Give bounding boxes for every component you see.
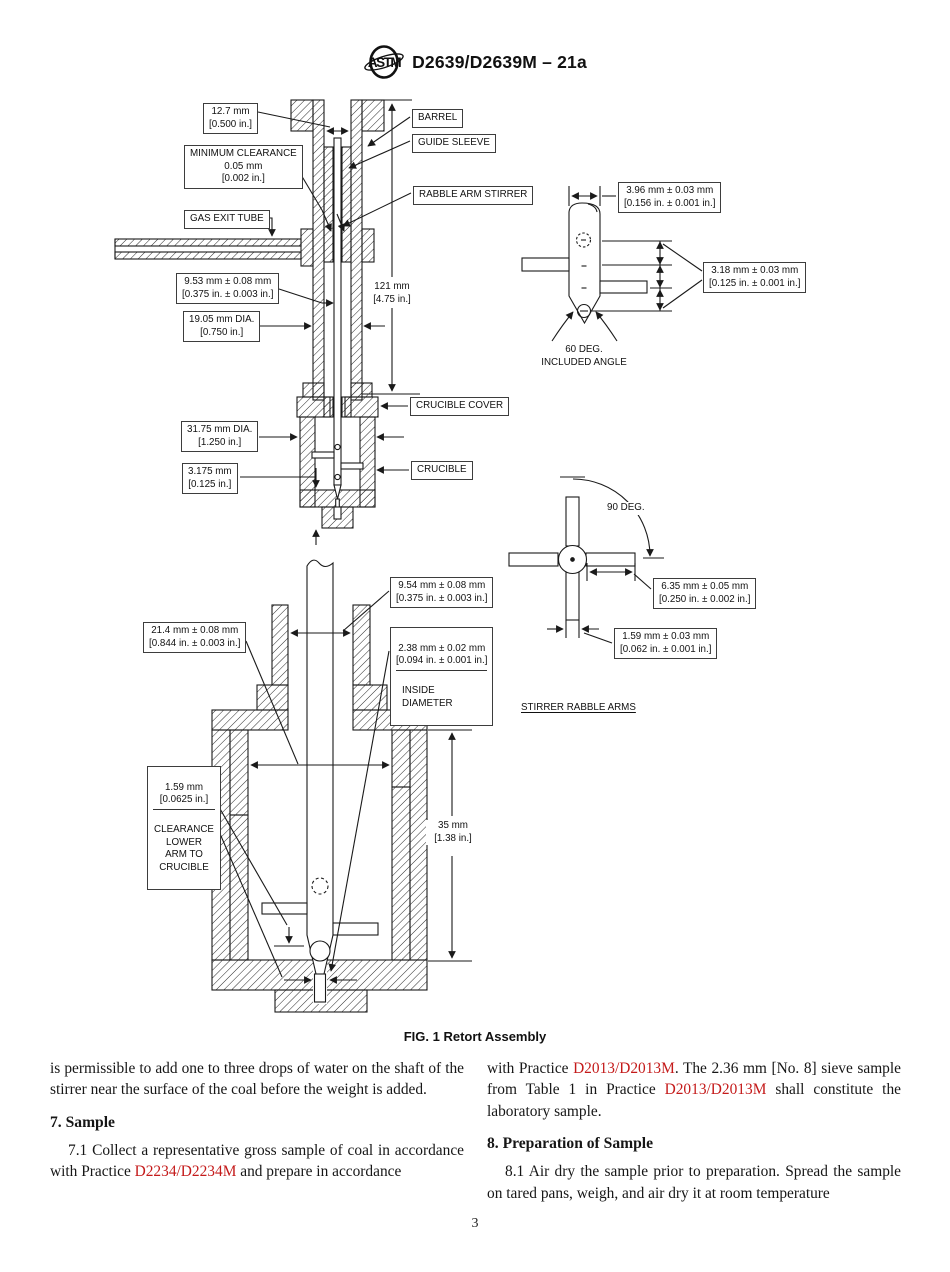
- min-clearance-label: MINIMUM CLEARANCE 0.05 mm [0.002 in.]: [184, 145, 303, 189]
- inside-diameter-note: INSIDE DIAMETER: [402, 685, 453, 709]
- document-code: D2639/D2639M – 21a: [412, 51, 587, 72]
- rabble-arm-side-detail: [521, 202, 648, 325]
- practice-d2013-link-1[interactable]: D2013/D2013M: [573, 1060, 675, 1077]
- dim-19-05mm-label: 19.05 mm DIA. [0.750 in.]: [183, 311, 261, 343]
- rabble-arm-stirrer-label: RABBLE ARM STIRRER: [413, 186, 534, 205]
- paragraph-right-text-3: shall constitute the laboratory sample.: [487, 1081, 901, 1120]
- stirrer-rabble-arms-title: STIRRER RABBLE ARMS: [521, 702, 636, 715]
- clearance-note: CLEARANCE LOWER ARM TO CRUCIBLE: [154, 824, 214, 873]
- dim-2-38mm-inside-diameter-label: 2.38 mm ± 0.02 mm [0.094 in. ± 0.001 in.…: [390, 627, 494, 726]
- upper-dimension-lines: [240, 99, 420, 545]
- section-8-heading: 8. Preparation of Sample: [487, 1134, 654, 1152]
- rabble-arm-side-dims: [551, 186, 703, 342]
- practice-d2013-link-2[interactable]: D2013/D2013M: [664, 1081, 767, 1099]
- dim-3-96mm-label: 3.96 mm ± 0.03 mm [0.156 in. ± 0.001 in.…: [618, 182, 722, 214]
- dim-3-175mm-label: 3.175 mm [0.125 in.]: [182, 463, 238, 495]
- paragraph-8-1: 8.1 Air dry the sample prior to preparat…: [487, 1163, 901, 1202]
- upper-assembly-section: [114, 99, 385, 529]
- crucible-label: CRUCIBLE: [411, 461, 473, 480]
- dim-1-59mm-arms-label: 1.59 mm ± 0.03 mm [0.062 in. ± 0.001 in.…: [614, 628, 718, 660]
- crucible-cover-label: CRUCIBLE COVER: [410, 397, 510, 416]
- guide-sleeve-label: GUIDE SLEEVE: [412, 134, 496, 153]
- paragraph-7-1-text-2: and prepare in accordance: [236, 1163, 402, 1181]
- retort-assembly-diagram: [114, 99, 703, 1013]
- section-7-heading: 7. Sample: [50, 1113, 115, 1131]
- figure-caption: FIG. 1 Retort Assembly: [403, 1029, 547, 1044]
- dim-3-18mm-label: 3.18 mm ± 0.03 mm [0.125 in. ± 0.001 in.…: [703, 262, 807, 294]
- deg-90-text: 90 DEG.: [607, 502, 645, 515]
- rabble-arms-plan-detail: [508, 496, 636, 621]
- dim-121mm-text: 121 mm [4.75 in.]: [364, 281, 420, 307]
- rabble-arms-plan-dims: [547, 476, 664, 644]
- paragraph-right-text-1: with Practice: [487, 1060, 574, 1077]
- paragraph-right-text-2: . The 2.36 mm [No. 8] sieve sample from …: [487, 1060, 901, 1099]
- paragraph-7-1: 7.1 Collect a representative gross sampl…: [50, 1140, 464, 1183]
- dim-35mm-text: 35 mm [1.38 in.]: [426, 820, 480, 846]
- gas-exit-tube-label: GAS EXIT TUBE: [184, 210, 270, 229]
- dim-1-59mm-clearance-value: 1.59 mm [0.0625 in.]: [153, 782, 215, 810]
- dim-2-38mm-value: 2.38 mm ± 0.02 mm [0.094 in. ± 0.001 in.…: [396, 643, 488, 671]
- dim-9-53mm-label: 9.53 mm ± 0.08 mm [0.375 in. ± 0.003 in.…: [176, 273, 280, 305]
- body-left-column: is permissible to add one to three drops…: [50, 1058, 464, 1183]
- dim-9-54mm-label: 9.54 mm ± 0.08 mm [0.375 in. ± 0.003 in.…: [390, 577, 494, 609]
- upper-stirrer-shaft: [114, 137, 364, 520]
- page-header: ASTM D2639/D2639M – 21a: [0, 44, 950, 80]
- dim-12-7mm-label: 12.7 mm [0.500 in.]: [203, 103, 259, 135]
- paragraph-continuation-right: with Practice D2013/D2013M. The 2.36 mm …: [487, 1058, 901, 1122]
- paragraph-7-1-text: 7.1 Collect a representative gross sampl…: [50, 1142, 464, 1181]
- dim-21-4mm-label: 21.4 mm ± 0.08 mm [0.844 in. ± 0.003 in.…: [143, 622, 247, 654]
- deg-60-text: 60 DEG. INCLUDED ANGLE: [536, 344, 632, 370]
- paragraph-continuation-left: is permissible to add one to three drops…: [50, 1060, 464, 1099]
- astm-logo: ASTM: [364, 45, 404, 79]
- dim-31-75mm-label: 31.75 mm DIA. [1.250 in.]: [181, 421, 259, 453]
- practice-d2234-link[interactable]: D2234/D2234M: [134, 1163, 237, 1181]
- body-right-column: with Practice D2013/D2013M. The 2.36 mm …: [487, 1058, 901, 1204]
- barrel-label: BARREL: [412, 109, 464, 128]
- page-number: 3: [471, 1216, 479, 1231]
- clearance-lower-arm-label: 1.59 mm [0.0625 in.] CLEARANCE LOWER ARM…: [147, 766, 221, 890]
- dim-6-35mm-label: 6.35 mm ± 0.05 mm [0.250 in. ± 0.002 in.…: [653, 578, 757, 610]
